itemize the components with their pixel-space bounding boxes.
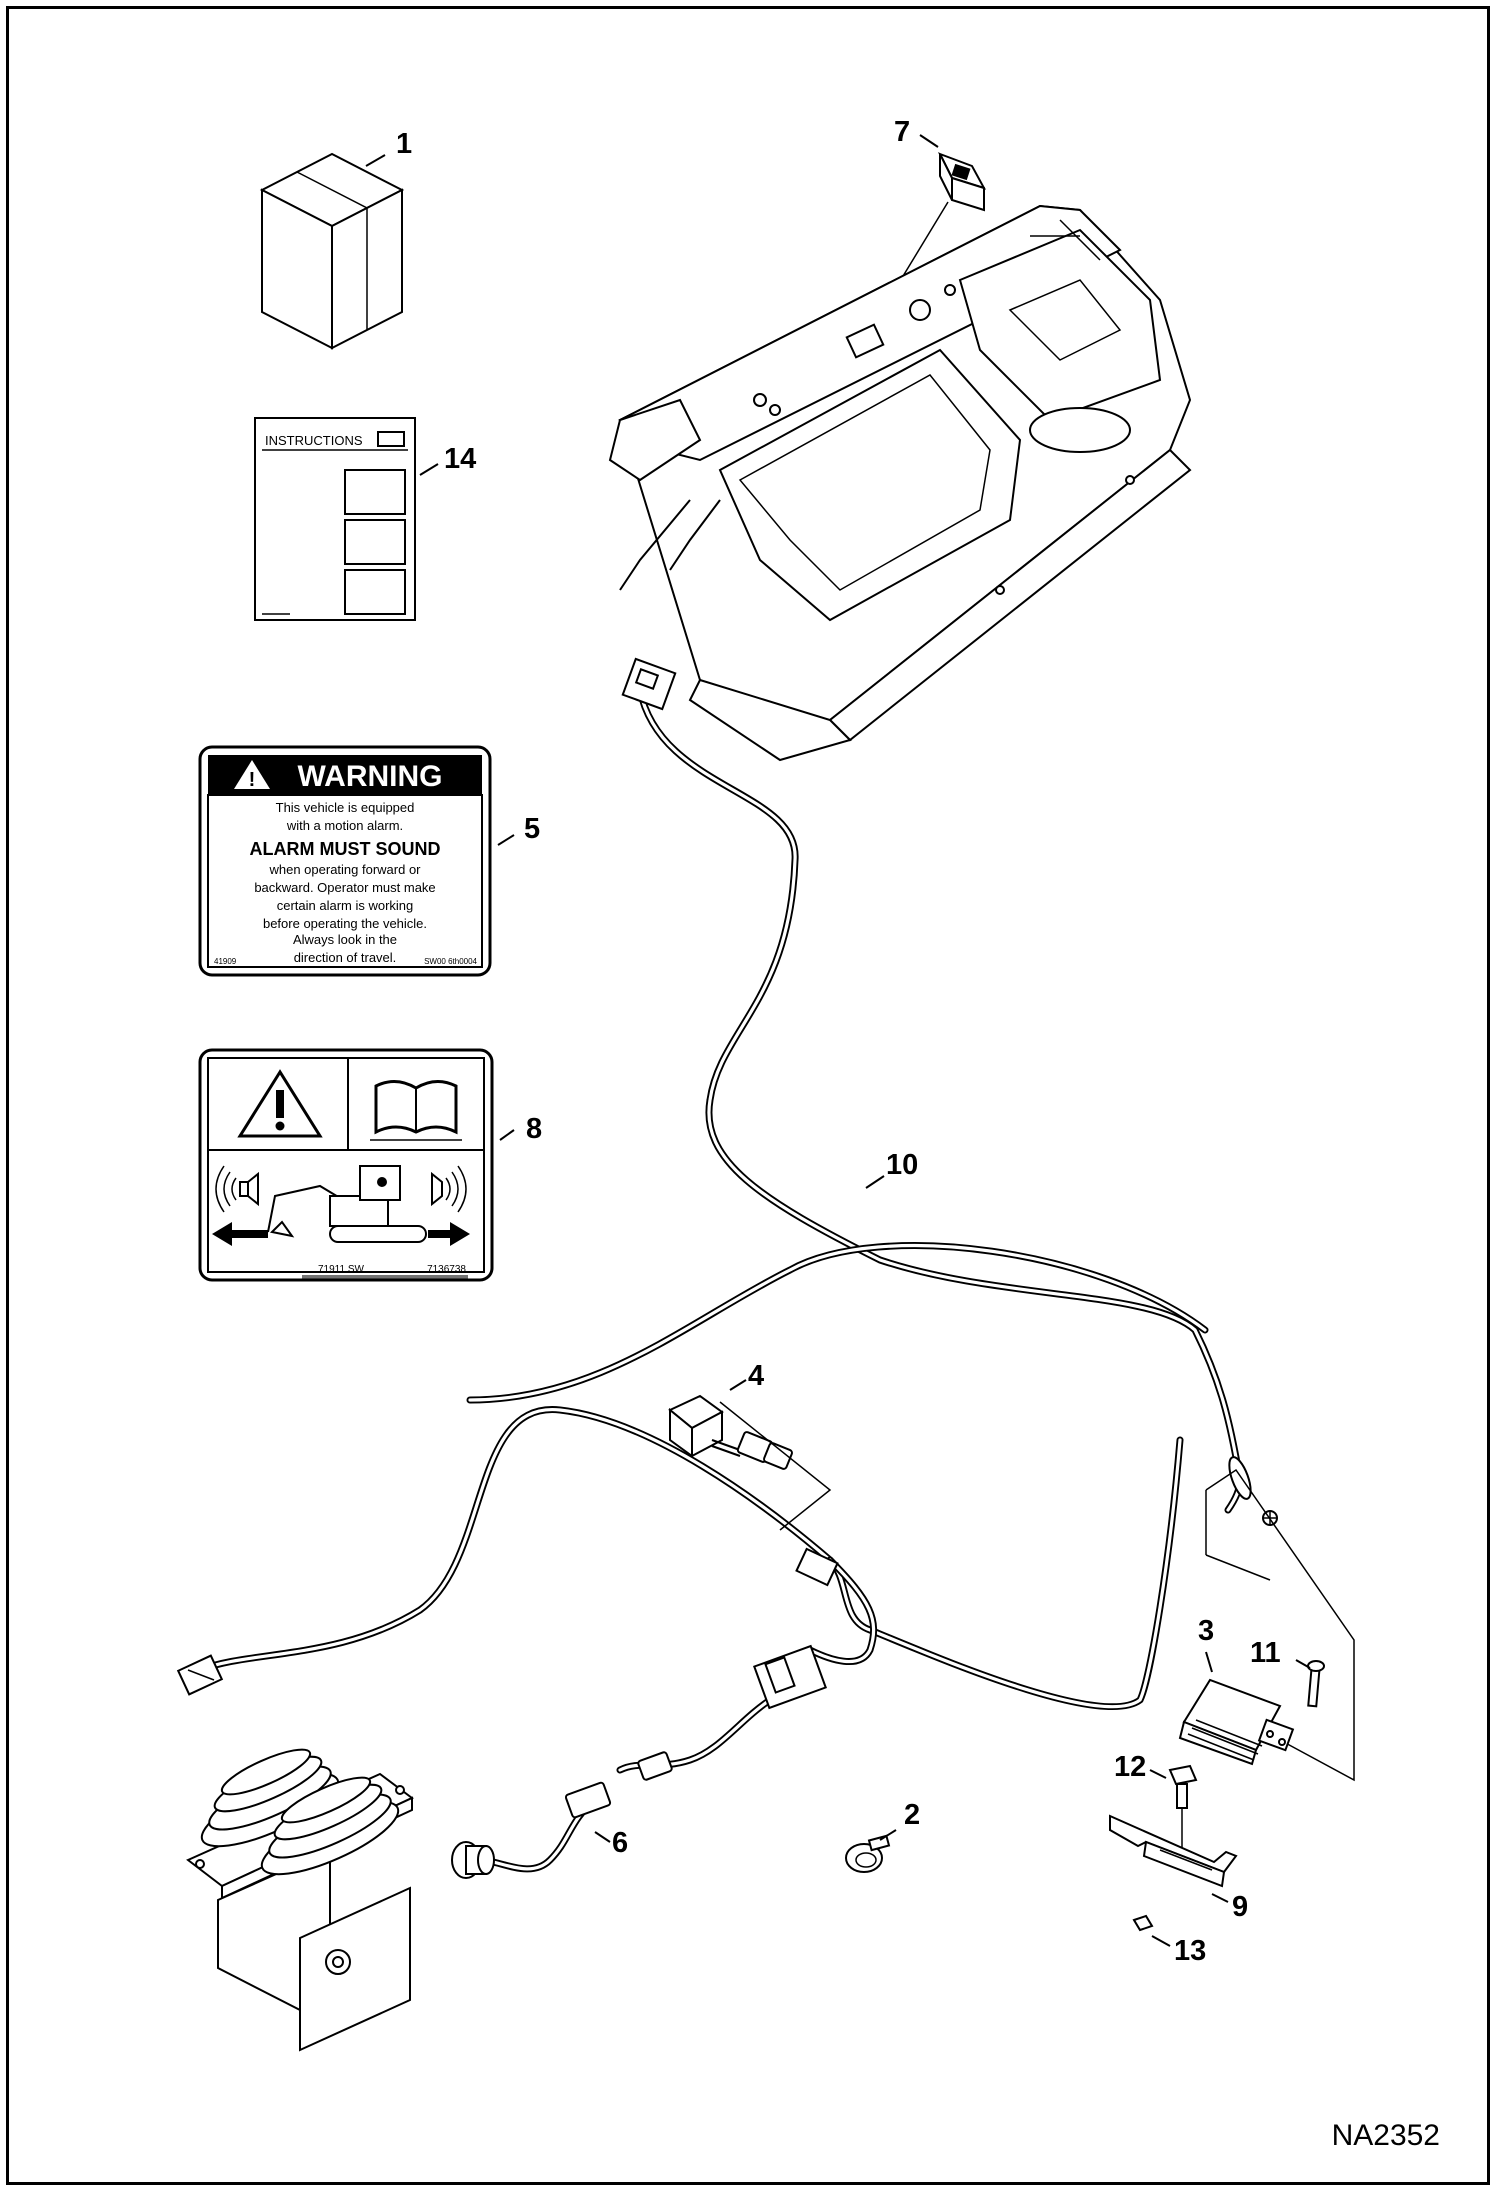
- harness-connector-center: [753, 1547, 839, 1710]
- leader-line-11: [1295, 1659, 1311, 1669]
- callout-5: 5: [524, 813, 540, 845]
- backup-alarm: [1178, 1678, 1295, 1766]
- leader-line-7: [919, 134, 939, 148]
- warning-triangle-icon: [234, 760, 270, 789]
- callout-1: 1: [396, 128, 412, 160]
- warning-line-3: when operating forward or: [268, 862, 421, 877]
- box-icon: [259, 152, 405, 350]
- leader-line-10: [865, 1175, 885, 1189]
- callout-2: 2: [904, 1799, 920, 1831]
- pictorial-code-right: 7136738: [427, 1264, 466, 1275]
- leader-line-2: [879, 1829, 897, 1841]
- harness-connector-top: [621, 657, 677, 711]
- harness-connector-left: [176, 1654, 224, 1696]
- excavator-icon: [267, 1165, 427, 1243]
- callout-12: 12: [1114, 1751, 1146, 1783]
- joystick-boot-right: [260, 1776, 400, 1876]
- leader-line-13: [1151, 1935, 1171, 1947]
- mounting-bracket: [1109, 1814, 1238, 1888]
- callout-10: 10: [886, 1149, 918, 1181]
- ground-terminal: [1228, 1456, 1278, 1526]
- svg-text:!: !: [249, 769, 256, 791]
- warning-emphasis: ALARM MUST SOUND: [250, 839, 441, 859]
- page-border: [6, 6, 1490, 2185]
- arrow-right-icon: [428, 1222, 470, 1246]
- leader-line-9: [1211, 1893, 1229, 1903]
- instructions-sheet: INSTRUCTIONS: [254, 417, 416, 621]
- leader-line-8: [499, 1129, 515, 1141]
- leader-line-3: [1205, 1651, 1213, 1673]
- callout-3: 3: [1198, 1615, 1214, 1647]
- warning-line-6: before operating the vehicle.: [263, 916, 427, 931]
- callout-6: 6: [612, 1827, 628, 1859]
- hose-clamp: [845, 1834, 891, 1873]
- instructions-title: INSTRUCTIONS: [265, 433, 363, 448]
- pressure-switch: [451, 1751, 673, 1879]
- barcode: [302, 1275, 468, 1281]
- control-valve-assembly: [186, 1748, 414, 2052]
- callout-7: 7: [894, 116, 910, 148]
- alarm-guide-box: [1205, 1468, 1355, 1782]
- speaker-icon: [431, 1165, 467, 1213]
- speaker-icon: [215, 1165, 259, 1213]
- warning-line-1: This vehicle is equipped: [276, 800, 415, 815]
- warning-line-5: certain alarm is working: [277, 898, 414, 913]
- warning-line-8: direction of travel.: [294, 950, 397, 965]
- warning-line-4: backward. Operator must make: [254, 880, 435, 895]
- leader-line-5: [497, 834, 515, 846]
- callout-14: 14: [444, 443, 476, 475]
- callout-13: 13: [1174, 1935, 1206, 1967]
- warning-triangle-icon: [237, 1069, 323, 1138]
- warning-line-2: with a motion alarm.: [286, 818, 403, 833]
- warning-line-7: Always look in the: [293, 932, 397, 947]
- callout-9: 9: [1232, 1891, 1248, 1923]
- arrow-left-icon: [212, 1222, 268, 1246]
- callout-11: 11: [1250, 1637, 1281, 1669]
- leader-line-12: [1149, 1769, 1167, 1779]
- leader-line-14: [419, 463, 439, 476]
- leader-line-4: [729, 1379, 747, 1391]
- bolt-11: [1307, 1660, 1325, 1708]
- nut-13: [1132, 1914, 1154, 1932]
- warning-code-left: 41909: [214, 957, 237, 966]
- warning-header: WARNING: [298, 760, 443, 793]
- relay: [668, 1394, 793, 1470]
- relay-guide-line: [719, 1401, 832, 1531]
- pictorial-code-left: 71911 SW: [318, 1264, 365, 1275]
- warning-decal: ! WARNING This vehicle is equipped with …: [198, 745, 492, 977]
- operator-console: [608, 204, 1192, 762]
- callout-4: 4: [748, 1360, 764, 1392]
- warning-code-right: SW00 6th0004: [424, 957, 477, 966]
- leader-line-6: [594, 1831, 611, 1843]
- bolt-12: [1168, 1764, 1198, 1809]
- rocker-switch: [937, 152, 987, 212]
- open-book-icon: [370, 1080, 462, 1141]
- pictorial-decal: 71911 SW 7136738: [198, 1048, 494, 1282]
- drawing-number: NA2352: [1332, 2119, 1440, 2152]
- callout-8: 8: [526, 1113, 542, 1145]
- joystick-boot-left: [200, 1748, 340, 1848]
- leader-line-1: [365, 154, 386, 167]
